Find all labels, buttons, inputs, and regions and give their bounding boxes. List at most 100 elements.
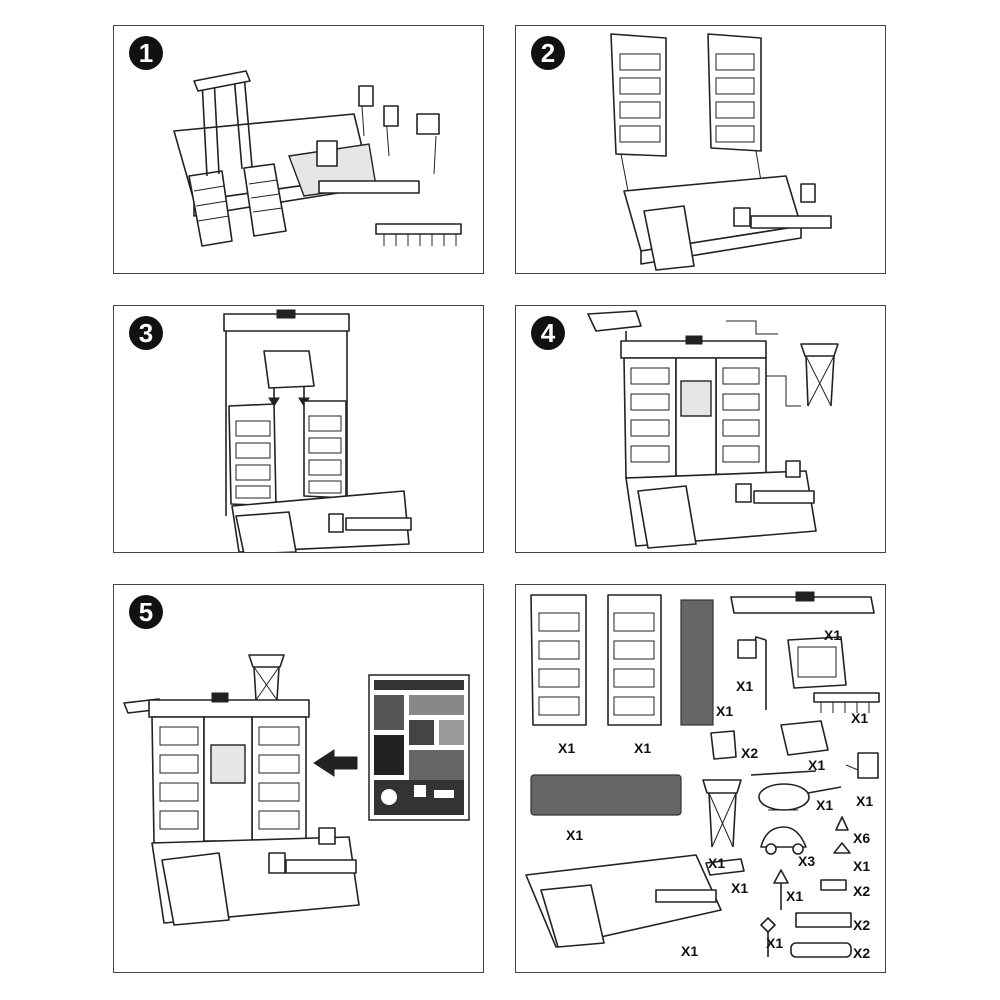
connector-line: [726, 320, 778, 335]
elevator-box: [328, 513, 344, 533]
bench-part: [820, 879, 847, 891]
top-deck-knob: [276, 309, 296, 319]
qty-diamond-sign: X1: [766, 935, 784, 951]
qty-cone: X6: [853, 830, 871, 846]
qty-base-platform: X1: [681, 943, 699, 959]
step-3-illustration: [223, 309, 412, 552]
step-1-number-badge: 1: [129, 36, 163, 70]
tower-right: [707, 33, 762, 152]
fence-part: [375, 223, 462, 235]
apply-stickers-arrow: [313, 749, 358, 777]
step-5-number-badge: 5: [129, 595, 163, 629]
base-fence-bar: [318, 180, 420, 194]
qty-grey-panel-wide: X1: [566, 827, 584, 843]
tower-left-part: [530, 594, 587, 726]
parts-list-illustration: [525, 591, 880, 958]
elevator-cage: [263, 350, 315, 389]
qty-car: X3: [798, 853, 816, 869]
clip-piece-b: [383, 105, 399, 127]
tower-slots: [235, 415, 342, 499]
elevator-cage: [680, 380, 712, 417]
tower-left: [623, 357, 677, 479]
qty-trash-can: X1: [856, 793, 874, 809]
step-3-number-badge: 3: [129, 316, 163, 350]
helicopter-part: [750, 770, 842, 811]
water-tower: [248, 654, 285, 668]
fence-bar: [750, 215, 832, 229]
arrow-sign-tall-part: [773, 869, 789, 884]
grey-panel-tall: [680, 599, 714, 726]
clip-piece-a: [358, 85, 374, 107]
elevator-box: [733, 207, 751, 227]
lamp-part: [800, 183, 816, 203]
step-5-illustration: [123, 654, 470, 926]
qty-clip-piece: X2: [741, 745, 759, 761]
qty-bench: X2: [853, 883, 871, 899]
step-4-illustration: [587, 310, 839, 549]
step-1-illustration: [173, 70, 462, 247]
elevator-shaft: [675, 357, 717, 477]
qty-lamp-post: X1: [736, 678, 754, 694]
clip-piece-part: [710, 730, 737, 760]
top-deck-part: [730, 596, 875, 614]
step-2-number-badge: 2: [531, 36, 565, 70]
elevator-cage: [210, 744, 246, 784]
ramps: [643, 205, 695, 271]
grey-panel-wide: [530, 774, 682, 816]
qty-top-deck: X1: [824, 627, 842, 643]
tower-left: [610, 33, 667, 157]
diamond-sign-part: [760, 917, 776, 933]
parts-list-panel: X1 X1 X1 X1 X1 X1 X2 X1 X1 X1 X1 X1 X3 X…: [515, 584, 886, 973]
tower-left-slots: [619, 53, 661, 143]
fence-bar: [285, 859, 357, 874]
helipad-part: [587, 310, 642, 332]
elevator-cage: [316, 140, 338, 167]
water-tower-top: [800, 343, 839, 357]
trash-can-part: [857, 752, 879, 779]
fence-part: [813, 692, 880, 703]
qty-helicopter: X1: [816, 797, 834, 813]
tower-slots: [630, 367, 760, 463]
qty-ramp-gate: X1: [808, 757, 826, 773]
arrow-down-left: [268, 397, 280, 407]
step-2-illustration: [610, 33, 832, 271]
helipad-part: [705, 858, 745, 876]
qty-barrier: X2: [853, 917, 871, 933]
right-ramp: [243, 163, 287, 237]
elevator-box: [268, 852, 286, 874]
step-3-panel: 3: [113, 305, 484, 553]
qty-arrow-sign-small: X1: [853, 858, 871, 874]
qty-fence: X1: [851, 710, 869, 726]
arrow-sign-small-part: [833, 842, 851, 854]
top-deck: [223, 313, 350, 332]
sticker-sheet: [368, 674, 470, 821]
frame-top-bar: [193, 70, 251, 92]
ramps: [637, 485, 697, 549]
step-4-number-badge: 4: [531, 316, 565, 350]
fence-bar: [753, 490, 815, 504]
lamp-post-part: [416, 113, 440, 135]
ramp-gate-part: [780, 720, 829, 756]
car-part: [760, 826, 807, 855]
ramps: [161, 852, 230, 926]
fence-bar: [345, 517, 412, 531]
tower-right: [251, 716, 307, 841]
railing-part: [790, 942, 852, 958]
tower-right-slots: [715, 53, 755, 143]
qty-water-tower: X1: [708, 855, 726, 871]
qty-tower-right: X1: [634, 740, 652, 756]
tower-slots: [159, 726, 300, 830]
step-5-panel: 5: [113, 584, 484, 973]
qty-helipad: X1: [731, 880, 749, 896]
top-deck: [148, 699, 310, 718]
water-tower-part: [702, 779, 742, 794]
ramps: [235, 511, 297, 552]
qty-tower-left: X1: [558, 740, 576, 756]
qty-grey-panel-tall: X1: [716, 703, 734, 719]
top-deck-knob: [685, 335, 703, 345]
qty-arrow-sign-tall: X1: [786, 888, 804, 904]
tower-right-part: [607, 594, 662, 726]
lamp-part: [318, 827, 336, 845]
qty-railing: X2: [853, 945, 871, 961]
lamp-part: [785, 460, 801, 478]
